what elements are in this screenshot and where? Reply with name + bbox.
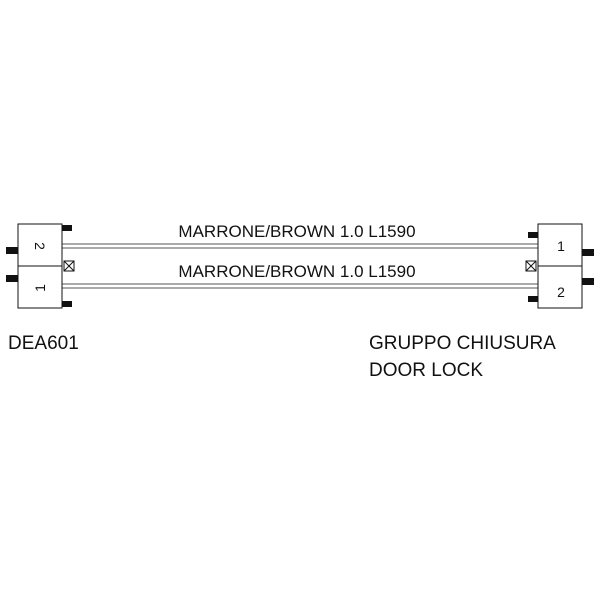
terminal-mark: [62, 301, 72, 307]
wire-bottom: [62, 283, 538, 289]
unused-cavity-marker: [525, 260, 537, 272]
terminal-mark: [528, 296, 538, 302]
right-pin-bottom-label: 2: [557, 284, 565, 300]
left-connector-name: DEA601: [8, 333, 79, 354]
right-connector-name-line2: DOOR LOCK: [369, 360, 483, 381]
wire-top: [62, 243, 538, 249]
wire-bottom-label: MARRONE/BROWN 1.0 L1590: [178, 262, 415, 281]
wire-top-label: MARRONE/BROWN 1.0 L1590: [178, 222, 415, 241]
left-pin-bottom-label: 1: [32, 284, 48, 292]
right-pin-top-label: 1: [557, 238, 565, 254]
terminal-mark: [528, 232, 538, 238]
right-connector-name-line1: GRUPPO CHIUSURA: [369, 333, 556, 354]
unused-cavity-marker: [63, 260, 75, 272]
terminal-mark: [582, 278, 594, 285]
terminal-mark: [582, 249, 594, 256]
terminal-mark: [6, 247, 18, 254]
left-pin-top-label: 2: [32, 242, 48, 250]
right-connector: [525, 223, 594, 309]
terminal-mark: [62, 225, 72, 231]
left-connector: [6, 223, 75, 309]
terminal-mark: [6, 275, 18, 282]
